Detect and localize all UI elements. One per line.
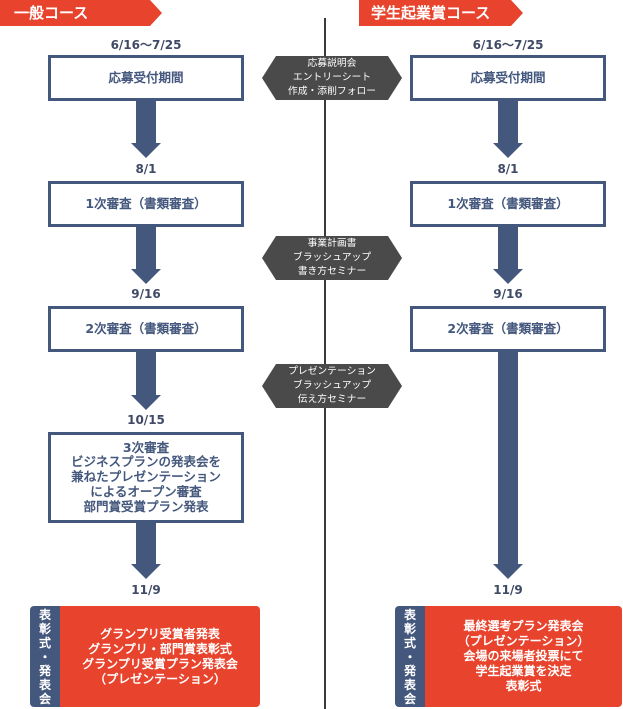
student-ceremony-tag: 表 彰 式 ・ 発 表 会 [395,606,425,707]
general-arrow-2 [136,227,156,271]
third-review-line-4: によるオープン審査 [90,483,202,499]
general-arrow-2-head [131,269,161,284]
student-date-ceremony: 11/9 [493,583,523,597]
ceremony-line-1: 最終選考プラン発表会 [463,619,584,633]
student-date-first-review: 8/1 [497,162,519,176]
student-step-second-review: 2次審査（書類審査） [410,306,606,352]
general-ceremony-body: グランプリ受賞者発表 グランプリ・部門賞表彰式 グランプリ受賞プラン発表会 （プ… [60,606,260,707]
seminar-presentation: プレゼンテーション ブラッシュアップ 伝え方セミナー [262,364,402,408]
general-date-ceremony: 11/9 [131,583,161,597]
seminar-business-plan: 事業計画書 ブラッシュアップ 書き方セミナー [262,236,402,280]
ceremony-line-3: 会場の来場者投票にて [463,649,584,663]
third-review-line-2: ビジネスプランの発表会を [70,454,221,470]
general-course-banner: 一般コース [0,0,162,26]
seminar-line: エントリーシート [292,72,372,83]
third-review-line-3: 兼ねたプレゼンテーション [71,469,221,485]
tag-char: 表 [38,607,51,622]
tag-char: 彰 [38,621,51,636]
student-date-second-review: 9/16 [493,287,523,301]
student-ceremony-body: 最終選考プラン発表会 （プレゼンテーション） 会場の来場者投票にて 学生起業賞を… [425,606,622,707]
general-arrow-4-head [131,564,161,579]
general-date-application: 6/16～7/25 [110,38,182,52]
ceremony-line-2: グランプリ・部門賞表彰式 [88,641,232,656]
general-step-first-review: 1次審査（書類審査） [48,181,244,227]
ceremony-line-5: 表彰式 [505,679,542,693]
student-arrow-1 [498,101,518,145]
student-course-banner: 学生起業賞コース [359,0,523,26]
general-step-third-review: 3次審査 ビジネスプランの発表会を 兼ねたプレゼンテーション によるオープン審査… [48,432,244,523]
third-review-line-5: 部門賞受賞プラン発表 [83,498,209,514]
tag-char: 会 [403,691,416,706]
tag-char: 表 [38,677,51,692]
student-arrow-2 [498,227,518,271]
general-arrow-4 [136,523,156,566]
student-arrow-1-head [493,143,523,158]
student-arrow-3-head [493,564,523,579]
seminar-line: ブラッシュアップ [292,252,372,263]
student-step-first-review: 1次審査（書類審査） [410,181,606,227]
seminar-entry-support: 応募説明会 エントリーシート 作成・添削フォロー [262,56,402,100]
seminar-line: ブラッシュアップ [292,380,372,391]
general-ceremony-card: 表 彰 式 ・ 発 表 会 グランプリ受賞者発表 グランプリ・部門賞表彰式 グラ… [30,606,260,707]
general-date-second-review: 9/16 [131,287,161,301]
tag-char: 表 [403,677,416,692]
general-date-third-review: 10/15 [127,413,165,427]
student-arrow-3 [498,352,518,566]
student-step-application: 応募受付期間 [410,55,606,101]
ceremony-line-4: 学生起業賞を決定 [475,664,572,678]
tag-char: 彰 [403,621,416,636]
general-step-second-review: 2次審査（書類審査） [48,306,244,352]
ceremony-line-1: グランプリ受賞者発表 [100,626,220,641]
general-date-first-review: 8/1 [135,162,157,176]
ceremony-line-4: （プレゼンテーション） [94,671,226,686]
seminar-line: 書き方セミナー [297,266,367,277]
seminar-line: 作成・添削フォロー [287,86,377,97]
tag-char: 発 [403,663,416,678]
course-divider [324,18,326,709]
general-arrow-3 [136,352,156,397]
seminar-line: 事業計画書 [307,238,357,249]
student-date-application: 6/16～7/25 [472,38,544,52]
general-ceremony-tag: 表 彰 式 ・ 発 表 会 [30,606,60,707]
tag-char: 式 [38,635,51,650]
tag-char: 発 [38,663,51,678]
ceremony-line-3: グランプリ受賞プラン発表会 [82,656,238,671]
general-step-application: 応募受付期間 [48,55,244,101]
general-arrow-1 [136,101,156,145]
third-review-line-1: 3次審査 [122,439,170,455]
tag-char: ・ [38,649,51,664]
tag-char: 会 [38,691,51,706]
tag-char: 表 [403,607,416,622]
tag-char: ・ [403,649,416,664]
tag-char: 式 [403,635,416,650]
seminar-line: プレゼンテーション [288,366,376,377]
general-arrow-1-head [131,143,161,158]
general-arrow-3-head [131,395,161,410]
seminar-line: 伝え方セミナー [297,394,367,405]
student-ceremony-card: 表 彰 式 ・ 発 表 会 最終選考プラン発表会 （プレゼンテーション） 会場の… [395,606,622,707]
ceremony-line-2: （プレゼンテーション） [457,634,590,648]
seminar-line: 応募説明会 [307,58,357,69]
student-arrow-2-head [493,269,523,284]
